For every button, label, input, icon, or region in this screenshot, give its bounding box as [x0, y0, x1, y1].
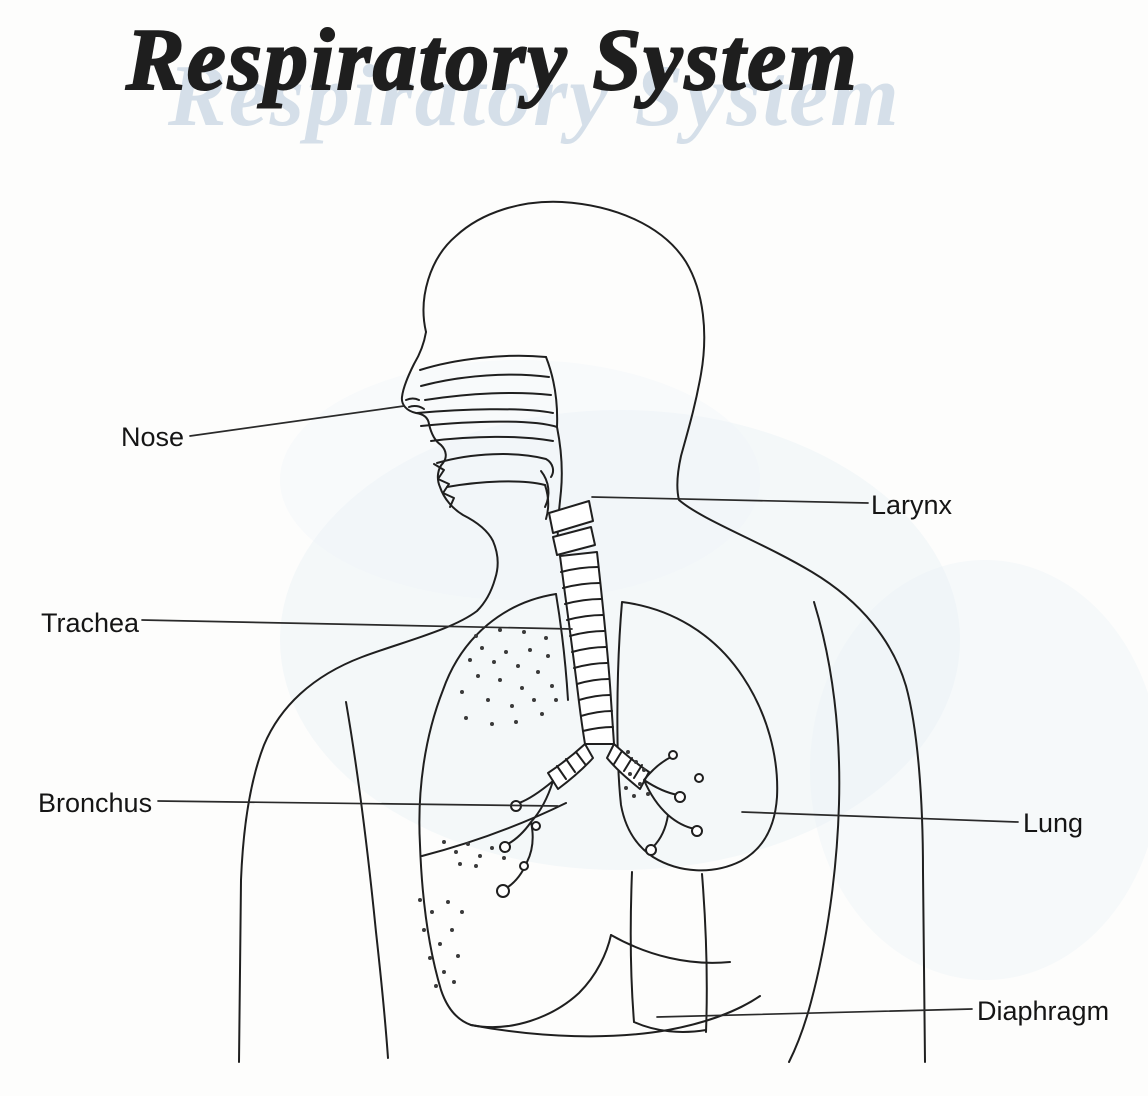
left-inner-arm-line	[345, 701, 389, 1059]
nasal-back-wall	[545, 356, 559, 428]
lung-leader-line	[741, 811, 1019, 823]
mouth-roof-line	[430, 435, 554, 442]
leader-lines	[141, 405, 1019, 1018]
stipple-dots	[418, 628, 650, 988]
left-lung-apex-inner-edge	[555, 593, 569, 701]
nasal-passage-lines	[416, 354, 558, 428]
larynx-cartilage	[548, 500, 596, 556]
diaphragm-lower-sweep	[470, 995, 761, 1038]
right-thorax-lines	[629, 871, 708, 1033]
thyroid-cartilage	[548, 500, 594, 534]
jaw-teeth-squiggle	[433, 463, 455, 508]
right-main-bronchus	[606, 743, 650, 790]
diaphragm-leader-line	[656, 1008, 973, 1018]
head-torso-outline	[238, 200, 926, 1063]
label-trachea: Trachea	[41, 608, 140, 638]
label-diaphragm: Diaphragm	[977, 996, 1110, 1026]
right-lung-outline	[616, 601, 779, 872]
right-bronchus-ribs	[613, 750, 643, 779]
label-larynx: Larynx	[871, 490, 953, 520]
label-bronchus: Bronchus	[38, 788, 153, 818]
tongue-line	[436, 453, 555, 478]
mouth-floor-line	[446, 480, 546, 488]
left-lung-chest-outline	[418, 593, 612, 1029]
bronchus-leader-line	[157, 800, 559, 807]
bronchi-tree	[496, 743, 704, 898]
right-inner-arm-line	[788, 601, 841, 1063]
epiglottis-line	[540, 470, 550, 508]
label-nose: Nose	[121, 422, 185, 452]
cricoid-cartilage	[552, 526, 596, 556]
alveoli-blobs	[496, 750, 704, 898]
left-bronchus-ribs	[556, 751, 586, 780]
left-bronchiole-branches	[504, 780, 554, 890]
skull-back-shoulder-path	[422, 200, 926, 1063]
label-lung: Lung	[1023, 808, 1084, 838]
lungs-chest	[418, 593, 779, 1033]
nostril-detail	[405, 397, 425, 410]
page-title-ghost-echo: Respiratory System	[168, 48, 901, 145]
left-lung-fissure	[421, 802, 567, 857]
page-title: Respiratory System	[125, 11, 859, 110]
face-profile-left-shoulder-path	[238, 331, 499, 1063]
larynx-leader-line	[591, 496, 869, 504]
nose-leader-line	[189, 405, 405, 437]
trachea-leader-line	[141, 619, 573, 630]
right-bronchiole-branches	[643, 756, 696, 848]
diaphragm-upper-dome	[610, 934, 731, 964]
scan-tint-wash	[280, 360, 1148, 980]
diaphragm-lines	[470, 934, 761, 1038]
trachea-rings	[560, 566, 614, 732]
pharynx-front-wall	[544, 484, 550, 520]
